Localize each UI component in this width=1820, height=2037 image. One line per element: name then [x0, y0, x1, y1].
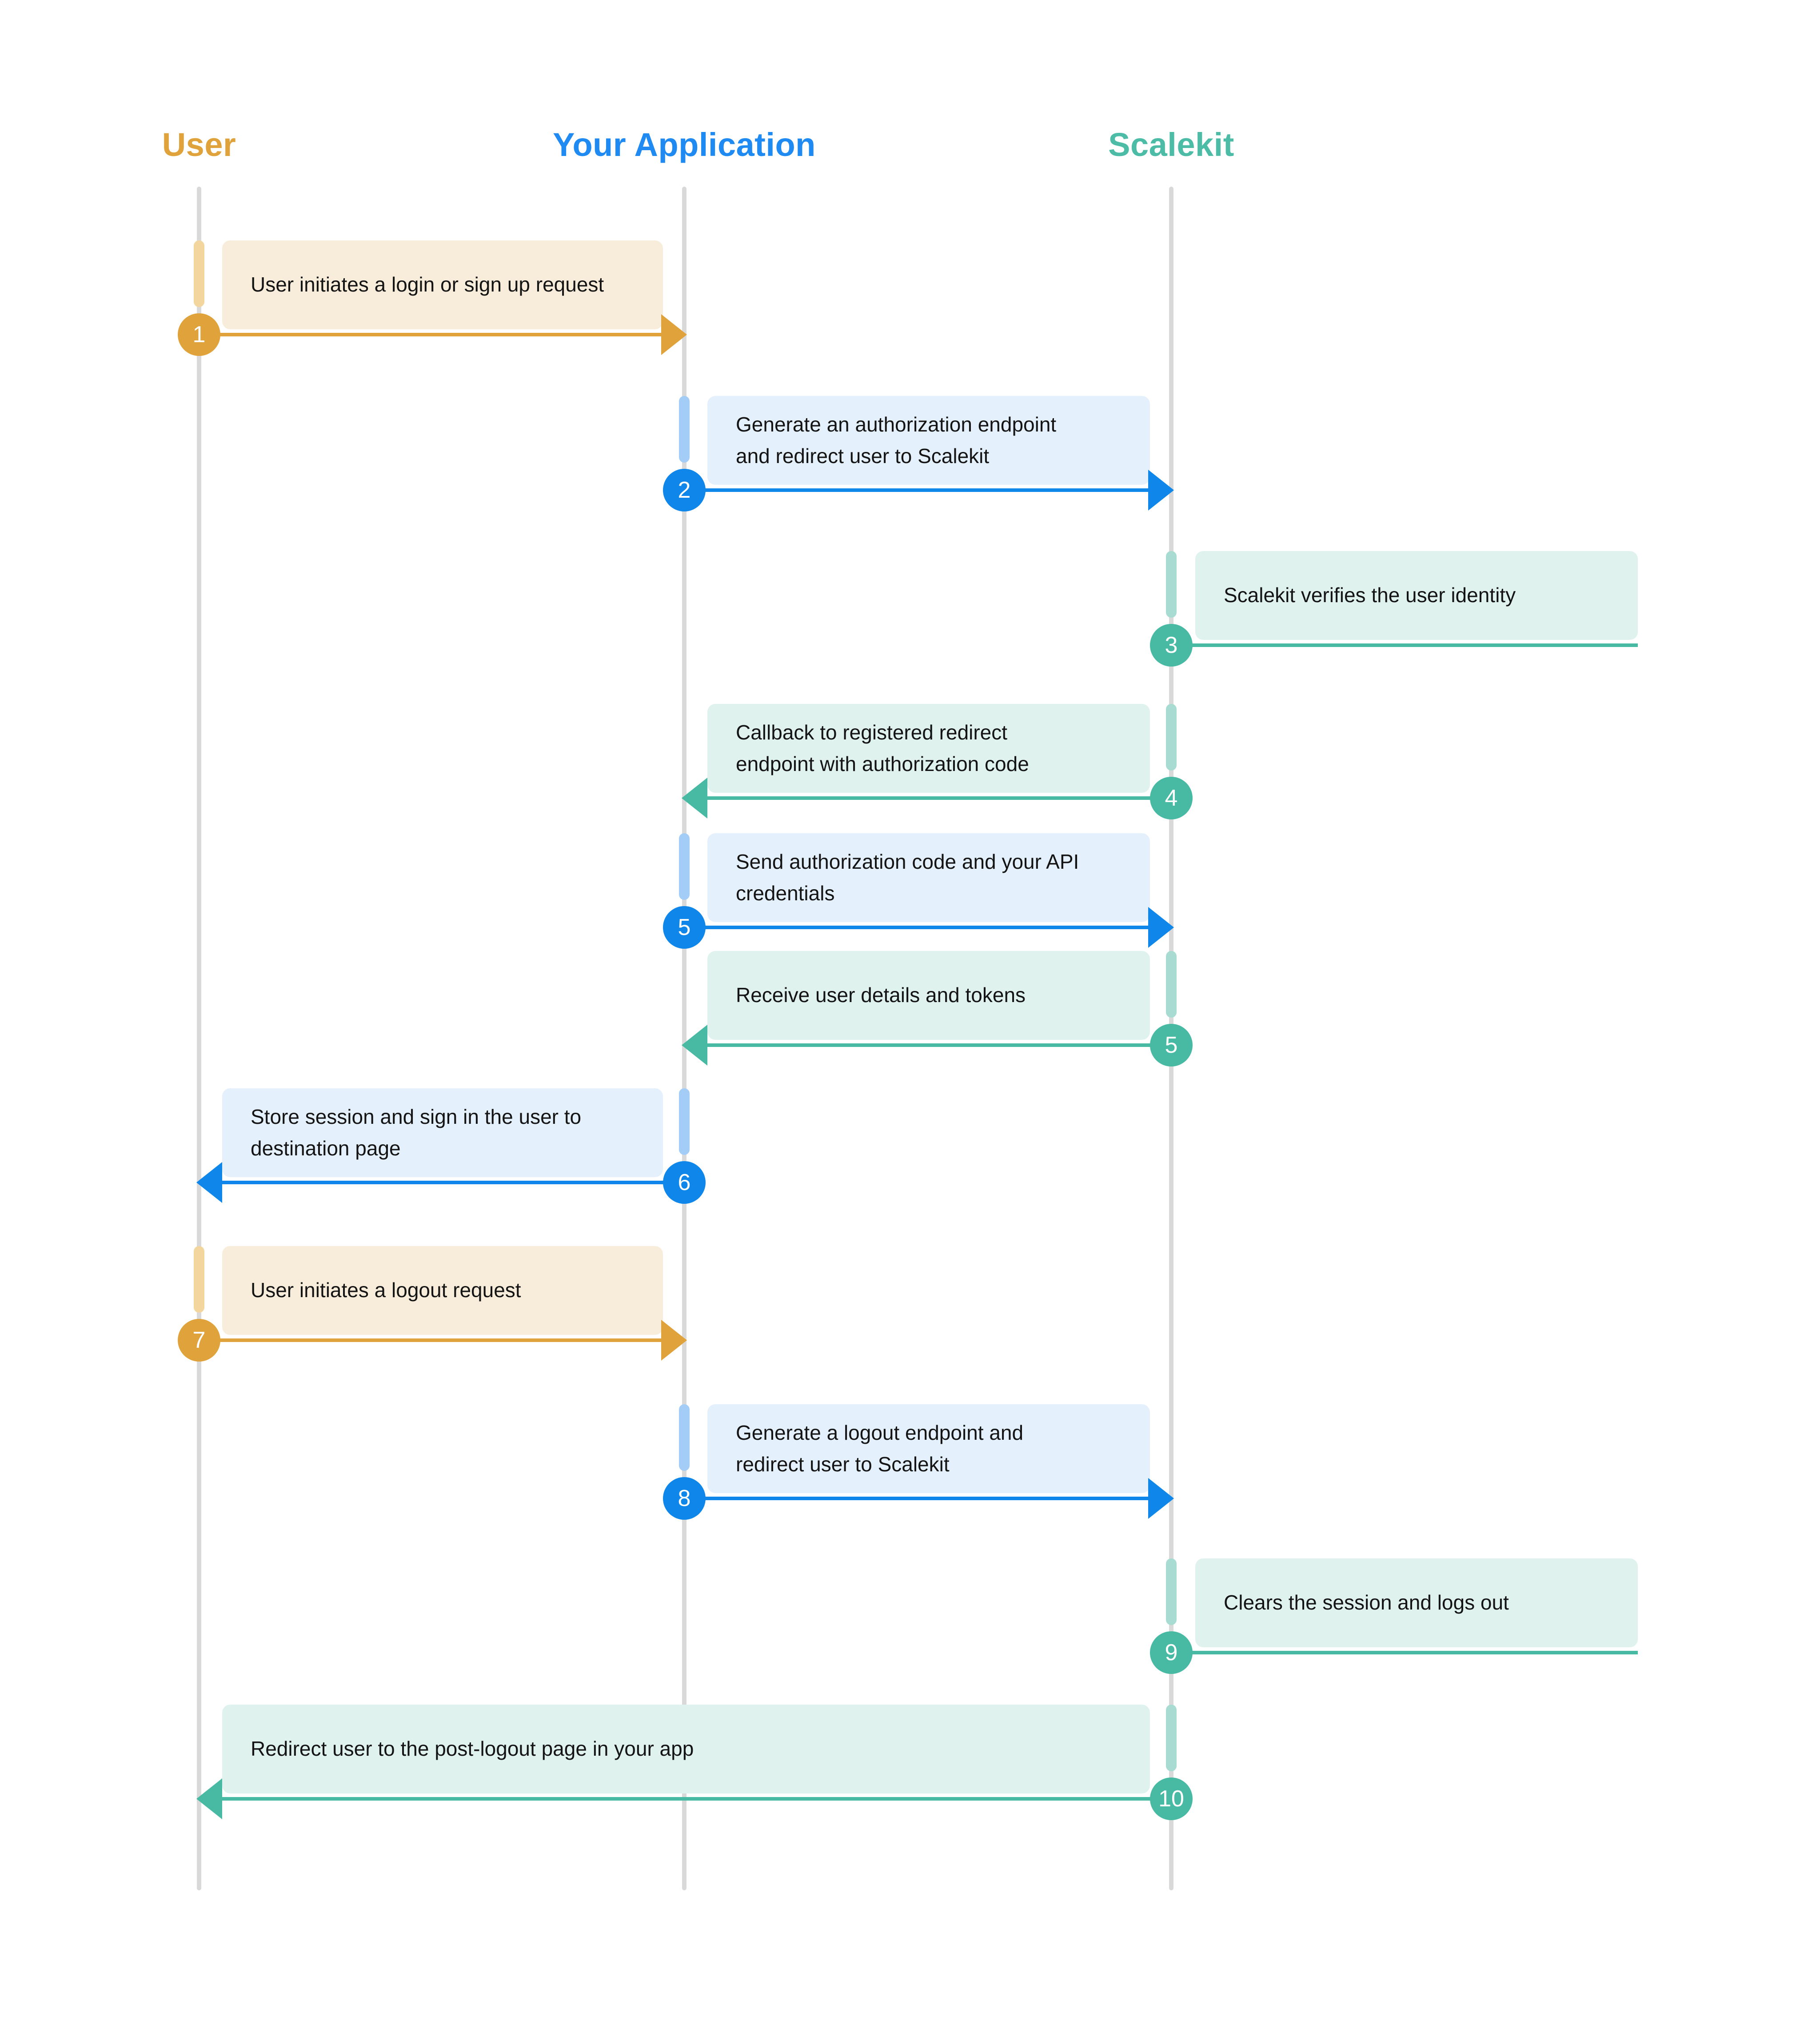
step-8-number: 7: [192, 1327, 206, 1353]
step-8-arrow-line: [199, 1338, 667, 1342]
step-5-number-badge: 5: [663, 906, 706, 949]
step-6-message-box: Receive user details and tokens: [707, 951, 1150, 1040]
actor-header-user: User: [162, 126, 236, 163]
step-11-message-box: Redirect user to the post-logout page in…: [222, 1705, 1150, 1793]
step-11-arrow-line: [217, 1797, 1171, 1801]
step-4-arrow-line: [702, 796, 1171, 800]
step-4-number: 4: [1165, 785, 1178, 811]
step-2-activation-bar: [679, 396, 690, 463]
step-10-message-label: Clears the session and logs out: [1224, 1591, 1509, 1614]
step-1-number: 1: [192, 322, 206, 347]
step-2-arrow-head: [1148, 470, 1174, 511]
step-4-message-label: Callback to registered redirect endpoint…: [736, 720, 1029, 775]
step-5-arrow-line: [684, 926, 1153, 929]
step-6-number: 5: [1165, 1032, 1178, 1058]
step-1-arrow-head: [661, 314, 687, 355]
step-10-number-badge: 9: [1150, 1631, 1193, 1674]
step-8-message-label: User initiates a logout request: [251, 1278, 521, 1302]
step-7-number: 6: [678, 1170, 691, 1195]
step-2-arrow-line: [684, 488, 1153, 492]
lifeline-user: [197, 187, 201, 1890]
step-9-number: 8: [678, 1486, 691, 1511]
step-5-number: 5: [678, 915, 691, 940]
step-10-activation-bar: [1166, 1558, 1177, 1625]
step-11-activation-bar: [1166, 1705, 1177, 1771]
step-6-arrow-line: [702, 1043, 1171, 1047]
step-3-number: 3: [1165, 632, 1178, 658]
step-9-arrow-line: [684, 1497, 1153, 1500]
step-4-arrow-head: [682, 778, 707, 819]
step-5-activation-bar: [679, 833, 690, 900]
step-10-number: 9: [1165, 1640, 1178, 1666]
step-4-number-badge: 4: [1150, 777, 1193, 819]
step-11-arrow-head: [196, 1778, 222, 1819]
step-11-message-label: Redirect user to the post-logout page in…: [251, 1737, 694, 1761]
step-10-self-line: [1171, 1651, 1638, 1654]
step-1-message-box: User initiates a login or sign up reques…: [222, 240, 663, 329]
step-5-message-label: Send authorization code and your API cre…: [736, 850, 1079, 905]
actor-header-your-application: Your Application: [553, 126, 816, 163]
step-7-arrow-head: [196, 1162, 222, 1203]
step-7-activation-bar: [679, 1088, 690, 1155]
step-5-arrow-head: [1148, 907, 1174, 948]
step-3-activation-bar: [1166, 551, 1177, 618]
step-9-activation-bar: [679, 1404, 690, 1471]
step-8-message-box: User initiates a logout request: [222, 1246, 663, 1335]
step-1-number-badge: 1: [178, 313, 220, 356]
step-6-message-label: Receive user details and tokens: [736, 983, 1026, 1007]
step-3-self-line: [1171, 643, 1638, 647]
step-11-number-badge: 10: [1150, 1777, 1193, 1820]
step-6-number-badge: 5: [1150, 1024, 1193, 1066]
step-11-number: 10: [1158, 1786, 1184, 1812]
step-10-message-box: Clears the session and logs out: [1195, 1558, 1638, 1647]
step-3-message-box: Scalekit verifies the user identity: [1195, 551, 1638, 640]
actor-header-scalekit: Scalekit: [1108, 126, 1234, 163]
step-2-number-badge: 2: [663, 469, 706, 511]
step-1-activation-bar: [194, 240, 204, 307]
step-1-message-label: User initiates a login or sign up reques…: [251, 273, 604, 296]
step-7-arrow-line: [217, 1181, 684, 1184]
step-7-number-badge: 6: [663, 1161, 706, 1204]
step-4-activation-bar: [1166, 704, 1177, 771]
step-5-message-box: Send authorization code and your API cre…: [707, 833, 1150, 922]
step-8-arrow-head: [661, 1320, 687, 1361]
step-6-activation-bar: [1166, 951, 1177, 1018]
step-3-message-label: Scalekit verifies the user identity: [1224, 583, 1516, 607]
step-2-number: 2: [678, 477, 691, 503]
step-9-arrow-head: [1148, 1478, 1174, 1519]
step-8-activation-bar: [194, 1246, 204, 1313]
step-4-message-box: Callback to registered redirect endpoint…: [707, 704, 1150, 793]
step-2-message-label: Generate an authorization endpoint and r…: [736, 412, 1057, 467]
step-8-number-badge: 7: [178, 1319, 220, 1362]
step-9-number-badge: 8: [663, 1477, 706, 1520]
step-1-arrow-line: [199, 333, 667, 336]
step-2-message-box: Generate an authorization endpoint and r…: [707, 396, 1150, 485]
step-9-message-label: Generate a logout endpoint and redirect …: [736, 1421, 1024, 1476]
step-3-number-badge: 3: [1150, 624, 1193, 667]
step-9-message-box: Generate a logout endpoint and redirect …: [707, 1404, 1150, 1493]
step-7-message-box: Store session and sign in the user to de…: [222, 1088, 663, 1177]
step-6-arrow-head: [682, 1025, 707, 1066]
step-7-message-label: Store session and sign in the user to de…: [251, 1105, 582, 1160]
